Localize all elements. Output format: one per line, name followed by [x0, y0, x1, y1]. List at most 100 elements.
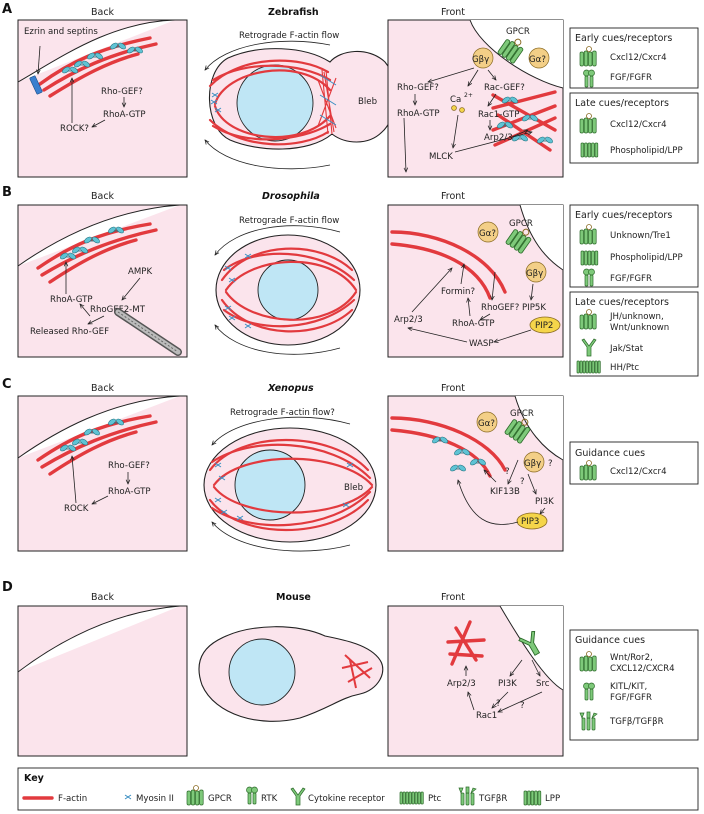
back-title-c: Back — [91, 383, 115, 394]
receptor-b-late-1: JH/unknown, — [609, 312, 664, 322]
panel-d: D Back Mouse Front PI3K Src Arp2/3 ? ? R… — [2, 580, 699, 757]
label-ga-c: Gα? — [478, 419, 495, 429]
label-gpcr-b: GPCR — [509, 219, 533, 229]
receptor-a-late-2: Phospholipid/LPP — [610, 146, 683, 156]
label-rhogef-a-front: Rho-GEF? — [397, 83, 439, 93]
label-src-d: Src — [536, 679, 550, 689]
receptor-b-early-2: Phospholipid/LPP — [610, 253, 683, 263]
label-rhogef-b: RhoGEF? — [481, 303, 519, 313]
key-label-gpcr: GPCR — [208, 794, 232, 804]
nucleus-c — [234, 449, 306, 521]
front-title-c: Front — [441, 383, 465, 394]
receptor-title-a-early: Early cues/receptors — [575, 33, 672, 44]
label-rhoa-a-front: RhoA-GTP — [397, 109, 440, 119]
cell-membrane-a-front — [469, 19, 564, 89]
receptor-d-1: Wnt/Ror2, — [610, 653, 653, 663]
label-pip2-b: PIP2 — [535, 321, 553, 331]
label-rhogef-a-back: Rho-GEF? — [101, 87, 143, 97]
key-label-rtk: RTK — [261, 794, 278, 804]
label-rac1-d: Rac1 — [476, 711, 497, 721]
back-title-a: Back — [91, 7, 115, 18]
label-kif-c: KIF13B — [490, 487, 520, 497]
key-box — [17, 767, 699, 811]
label-gbg-b: Gβγ — [526, 269, 543, 279]
flow-label-b: Retrograde F-actin flow — [239, 216, 339, 226]
key-label-cytokine: Cytokine receptor — [308, 794, 385, 804]
panel-letter-a: A — [2, 2, 12, 17]
q-c-3: ? — [520, 477, 525, 487]
label-rhoa-b-front: RhoA-GTP — [452, 319, 495, 329]
label-gpcr-a: GPCR — [506, 27, 530, 37]
key-label-lpp: LPP — [545, 794, 560, 804]
organism-title-c: Xenopus — [267, 383, 314, 394]
label-ca-sup-a: 2+ — [464, 92, 473, 99]
bleb-label-c: Bleb — [344, 483, 363, 493]
label-pi3k-d: PI3K — [498, 679, 517, 689]
receptor-c-1: Cxcl12/Cxcr4 — [610, 467, 667, 477]
panel-c: C Back Xenopus Front Rho-GEF? RhoA-GTP R… — [2, 377, 699, 552]
q-d-2: ? — [520, 701, 525, 711]
key-label-factin: F-actin — [58, 794, 87, 804]
receptor-b-early-1: Unknown/Tre1 — [610, 231, 671, 241]
organism-title-b: Drosophila — [262, 191, 320, 202]
receptor-d-2: CXCL12/CXCR4 — [610, 664, 675, 674]
label-rhoa-b-back: RhoA-GTP — [50, 295, 93, 305]
organism-title-a: Zebrafish — [268, 7, 319, 18]
receptor-title-b-late: Late cues/receptors — [575, 297, 669, 308]
receptor-b-late-2: Wnt/unknown — [610, 323, 669, 333]
label-racgef-a: Rac-GEF? — [484, 83, 525, 93]
key-ptc-swatch — [399, 791, 424, 805]
label-rac1-a: Rac1-GTP — [478, 110, 519, 120]
label-rock-a-back: ROCK? — [60, 124, 89, 134]
label-wasp-b: WASP — [469, 339, 494, 349]
receptor-d-5: TGFβ/TGFβR — [609, 717, 664, 727]
key-label-myosin: Myosin II — [136, 794, 174, 804]
panel-letter-c: C — [2, 377, 12, 392]
receptor-b-late-4: HH/Ptc — [610, 363, 639, 373]
label-ezrin-a: Ezrin and septins — [24, 27, 98, 37]
label-pip5k-b: PIP5K — [522, 303, 546, 313]
receptor-d-4: FGF/FGFR — [610, 693, 652, 703]
receptor-title-d: Guidance cues — [575, 635, 645, 646]
front-title-d: Front — [441, 592, 465, 603]
front-title-b: Front — [441, 191, 465, 202]
receptor-a-late-1: Cxcl12/Cxcr4 — [610, 120, 667, 130]
ga-ball-a — [528, 47, 550, 69]
f-actin-a-back-2 — [42, 42, 158, 92]
label-formin-b: Formin? — [441, 287, 475, 297]
receptor-title-a-late: Late cues/receptors — [575, 98, 669, 109]
q-d-1: ? — [496, 699, 501, 709]
flow-label-c: Retrograde F-actin flow? — [230, 408, 335, 418]
nucleus-b — [257, 259, 319, 321]
label-arp-d: Arp2/3 — [447, 679, 476, 689]
receptor-title-c: Guidance cues — [575, 448, 645, 459]
label-gbg-c: Gβγ — [524, 459, 541, 469]
receptor-b-late-3: Jak/Stat — [609, 344, 644, 354]
flow-label-a: Retrograde F-actin flow — [239, 31, 339, 41]
label-arp-a: Arp2/3 — [484, 133, 513, 143]
label-ca-a: Ca — [450, 95, 461, 105]
receptor-a-early-2: FGF/FGFR — [610, 73, 652, 83]
cell-membrane-a-back — [17, 19, 176, 83]
label-rhoa-a-back: RhoA-GTP — [103, 110, 146, 120]
front-title-a: Front — [441, 7, 465, 18]
pip2-b — [529, 316, 561, 334]
label-pi3k-c: PI3K — [535, 497, 554, 507]
microtubule-b — [114, 308, 182, 356]
label-pip3-c: PIP3 — [521, 517, 539, 527]
label-mlck-a: MLCK — [429, 152, 453, 162]
label-gpcr-c: GPCR — [510, 409, 534, 419]
back-title-d: Back — [91, 592, 115, 603]
key-lpp-swatch — [523, 790, 542, 806]
pip3-c — [516, 512, 548, 530]
ezrin-marker — [29, 75, 43, 95]
key: Key F-actin Myosin II GPCR RTK Cytokine … — [17, 767, 699, 811]
nucleus-d — [228, 638, 296, 706]
cell-membrane-b-back — [17, 204, 181, 267]
label-gbg-a: Gβγ — [472, 55, 489, 65]
flow-arrow-a-top — [205, 40, 331, 70]
receptor-a-early-1: Cxcl12/Cxcr4 — [610, 53, 667, 63]
q-c-1: ? — [548, 459, 553, 469]
label-released-b: Released Rho-GEF — [30, 327, 109, 337]
